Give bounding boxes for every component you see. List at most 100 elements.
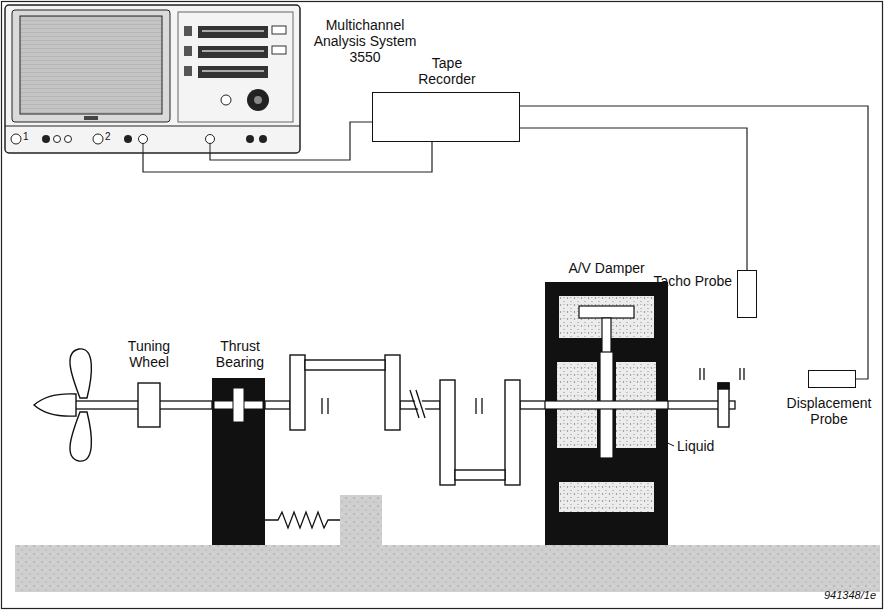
analyzer-instrument bbox=[124, 135, 132, 143]
analyzer-instrument bbox=[246, 135, 254, 143]
recorder-box: Tape Recorder bbox=[372, 92, 520, 142]
shaft bbox=[70, 401, 735, 409]
break-marks bbox=[475, 398, 476, 414]
damper-part bbox=[545, 401, 668, 409]
analyzer-instrument bbox=[202, 30, 264, 32]
analyzer-instrument bbox=[198, 26, 268, 38]
signal-cable bbox=[210, 122, 372, 160]
figure-number: 941348/1e bbox=[790, 589, 876, 602]
crankshaft bbox=[385, 355, 400, 430]
damper-housing: A/V Damper bbox=[545, 282, 668, 545]
analyzer-instrument bbox=[184, 46, 192, 56]
analyzer-instrument bbox=[5, 126, 300, 127]
damper-drawing bbox=[545, 282, 668, 545]
thrust-bearing bbox=[212, 378, 265, 545]
analyzer-instrument bbox=[221, 95, 231, 105]
node-label: A/V Damper bbox=[545, 260, 668, 276]
propeller bbox=[34, 394, 76, 416]
thrust-bearing bbox=[212, 378, 265, 545]
analyzer-instrument bbox=[65, 136, 72, 143]
damper-part bbox=[559, 482, 654, 512]
analyzer-instrument bbox=[84, 116, 98, 120]
break-marks bbox=[743, 368, 744, 380]
analyzer-instrument bbox=[272, 26, 286, 34]
shaft bbox=[265, 401, 290, 409]
crankshaft bbox=[305, 360, 385, 370]
break-marks bbox=[321, 398, 322, 414]
analyzer-instrument bbox=[202, 50, 264, 52]
part-name: Tuning Wheel bbox=[114, 338, 184, 370]
propeller bbox=[70, 412, 91, 461]
analyzer-instrument bbox=[210, 144, 211, 154]
signal-cable bbox=[520, 128, 747, 270]
analyzer-instrument bbox=[5, 5, 300, 153]
break-marks bbox=[481, 398, 482, 414]
part-name-holder: Tuning Wheel bbox=[114, 338, 184, 370]
displacement-probe: Displacement Probe bbox=[808, 370, 856, 388]
analyzer-instrument bbox=[20, 16, 162, 114]
damper-part bbox=[545, 282, 668, 545]
analyzer-instrument bbox=[5, 5, 300, 153]
tacho-probe: Tacho Probe bbox=[737, 270, 757, 318]
crankshaft bbox=[505, 380, 520, 485]
part-name-holder: Thrust Bearing bbox=[196, 338, 284, 370]
node-label: Tape Recorder bbox=[407, 55, 487, 87]
analyzer-instrument bbox=[11, 134, 21, 144]
signal-cable bbox=[143, 142, 432, 172]
analyzer-instrument bbox=[206, 135, 215, 144]
crankshaft bbox=[290, 355, 520, 485]
analyzer-unit: Multichannel Analysis System 3550 bbox=[5, 5, 300, 153]
damper-part bbox=[579, 306, 634, 318]
tacho-wheel bbox=[718, 383, 729, 389]
crankshaft bbox=[290, 355, 305, 430]
shaft-break bbox=[416, 390, 425, 418]
crankshaft bbox=[440, 380, 455, 485]
node-label: Tacho Probe bbox=[642, 273, 732, 289]
break-marks bbox=[703, 368, 704, 380]
analyzer-instrument bbox=[42, 135, 50, 143]
analyzer-instrument bbox=[202, 70, 264, 72]
channel-number-holder: 2 bbox=[105, 131, 115, 143]
propeller bbox=[34, 349, 91, 461]
tacho-wheel bbox=[718, 383, 729, 427]
propeller bbox=[70, 349, 91, 398]
tuning-wheel bbox=[138, 383, 160, 427]
analyzer-instrument bbox=[178, 12, 293, 122]
break-marks bbox=[327, 398, 328, 414]
analyzer-instrument bbox=[184, 66, 192, 76]
analyzer-instrument bbox=[184, 26, 192, 36]
analyzer-instrument bbox=[198, 46, 268, 58]
analyzer-instrument bbox=[247, 89, 269, 111]
part-name: Thrust Bearing bbox=[196, 338, 284, 370]
spring bbox=[265, 512, 340, 528]
shaft-break bbox=[410, 390, 427, 418]
ground bbox=[15, 495, 880, 592]
node-label: Displacement Probe bbox=[781, 395, 877, 427]
break-marks bbox=[739, 368, 740, 380]
damper-part bbox=[602, 318, 611, 354]
break-marks bbox=[322, 368, 744, 414]
analyzer-instrument bbox=[254, 96, 262, 104]
shaft bbox=[520, 401, 545, 409]
analyzer-instrument bbox=[198, 66, 268, 78]
channel-number-holder: 1 bbox=[23, 131, 33, 143]
analyzer-instrument bbox=[139, 135, 148, 144]
analyzer-instrument bbox=[143, 144, 144, 154]
analyzer-instrument bbox=[272, 46, 286, 54]
part-name: Liquid bbox=[677, 438, 727, 454]
node-label: Multichannel Analysis System 3550 bbox=[303, 17, 427, 65]
thrust-bearing bbox=[233, 388, 244, 422]
channel-number: 1 bbox=[23, 131, 33, 143]
channel-number: 2 bbox=[105, 131, 115, 143]
crankshaft bbox=[455, 470, 505, 480]
analyzer-instrument bbox=[54, 136, 61, 143]
break-marks bbox=[699, 368, 700, 380]
tacho-wheel bbox=[718, 383, 729, 427]
figure-number-holder: 941348/1e bbox=[790, 589, 876, 602]
analyzer-instrument bbox=[93, 134, 103, 144]
analyzer-instrument bbox=[12, 10, 170, 122]
analyzer-instrument bbox=[259, 135, 267, 143]
part-name-holder: Liquid bbox=[677, 438, 727, 454]
